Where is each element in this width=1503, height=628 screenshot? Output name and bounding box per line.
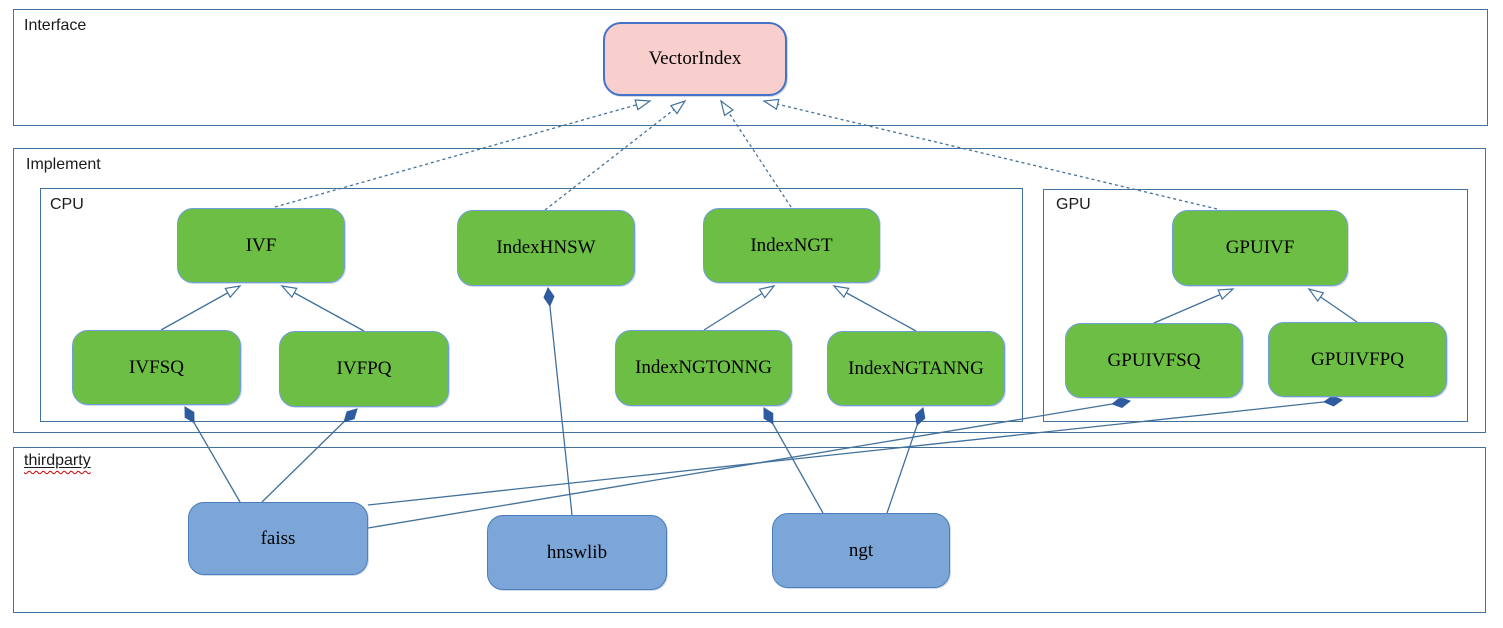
node-indexngtanng[interactable]: IndexNGTANNG [827,331,1005,406]
node-indexhnsw-label: IndexHNSW [496,237,596,258]
node-ngt-label: ngt [848,539,874,561]
node-indexngtanng-label: IndexNGTANNG [848,357,984,379]
node-faiss[interactable]: faiss [188,502,368,575]
node-vectorindex[interactable]: VectorIndex [603,22,787,96]
frame-label-cpu: CPU [50,196,84,213]
node-hnswlib[interactable]: hnswlib [487,515,667,590]
node-ivf-label: IVF [245,234,277,256]
frame-label-thirdparty: thirdparty [24,452,91,470]
node-vectorindex-label: VectorIndex [648,48,742,69]
node-indexngtonng[interactable]: IndexNGTONNG [615,330,792,406]
node-ivfsq-label: IVFSQ [129,356,184,378]
node-ivfpq-label: IVFPQ [336,358,392,379]
node-indexngt[interactable]: IndexNGT [703,208,880,283]
frame-label-interface: Interface [24,17,87,34]
node-gpuivfsq-label: GPUIVFSQ [1107,349,1201,371]
node-ivfsq[interactable]: IVFSQ [72,330,241,405]
node-gpuivf-label: GPUIVF [1225,237,1295,258]
frame-label-gpu: GPU [1056,196,1091,213]
node-ivf[interactable]: IVF [177,208,345,283]
node-indexngtonng-label: IndexNGTONNG [635,357,772,378]
frame-label-implement: Implement [26,156,101,173]
thirdparty-misspelled-text: thirdparty [24,452,91,469]
node-indexhnsw[interactable]: IndexHNSW [457,210,635,286]
node-ngt[interactable]: ngt [772,513,950,588]
node-gpuivf[interactable]: GPUIVF [1172,210,1348,286]
node-gpuivfsq[interactable]: GPUIVFSQ [1065,323,1243,398]
node-gpuivfpq[interactable]: GPUIVFPQ [1268,322,1447,397]
node-hnswlib-label: hnswlib [546,541,608,563]
node-faiss-label: faiss [260,527,296,549]
node-ivfpq[interactable]: IVFPQ [279,331,449,407]
node-indexngt-label: IndexNGT [750,234,833,256]
node-gpuivfpq-label: GPUIVFPQ [1311,348,1404,370]
